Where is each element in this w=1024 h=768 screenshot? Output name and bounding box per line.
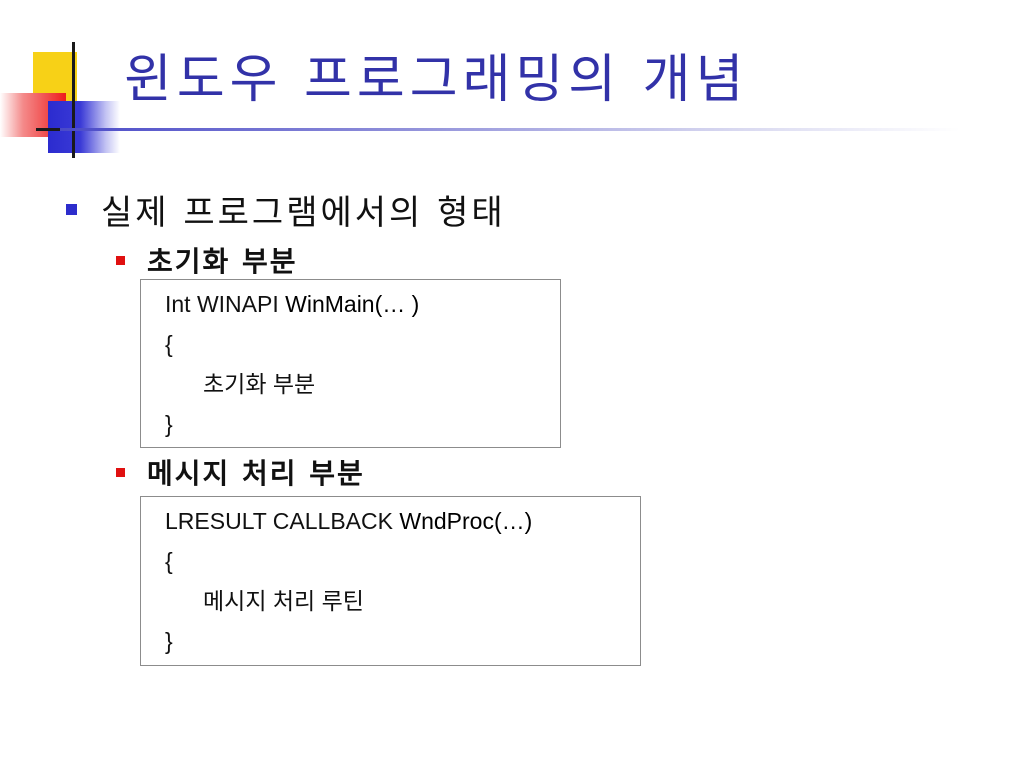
- code-close-brace: }: [165, 628, 173, 654]
- code-function-name: WndProc(…): [399, 508, 533, 534]
- code-signature: LRESULT CALLBACK WndProc(…): [165, 501, 640, 541]
- bullet-main-text: 실제 프로그램에서의 형태: [101, 193, 506, 233]
- sub-bullet-init-text: 초기화 부분: [147, 245, 298, 278]
- code-open-brace: {: [165, 331, 173, 357]
- decorative-logo: [0, 0, 130, 170]
- code-signature: Int WINAPI WinMain(… ): [165, 284, 560, 324]
- code-function-name: WinMain(… ): [285, 291, 420, 317]
- logo-blue-square: [48, 101, 120, 153]
- code-open-brace: {: [165, 548, 173, 574]
- sub-bullet-init: 초기화 부분: [116, 240, 298, 280]
- bullet-square-icon: [66, 204, 77, 215]
- code-close-brace: }: [165, 411, 173, 437]
- sub-bullet-square-icon: [116, 467, 125, 477]
- bullet-main: 실제 프로그램에서의 형태: [66, 185, 506, 234]
- sub-bullet-message: 메시지 처리 부분: [116, 452, 365, 492]
- code-signature-prefix: Int WINAPI: [165, 291, 286, 317]
- code-box-winmain: Int WINAPI WinMain(… ) { 초기화 부분 }: [140, 279, 561, 448]
- slide-title: 윈도우 프로그래밍의 개념: [124, 50, 749, 110]
- logo-vertical-line: [72, 42, 75, 158]
- code-box-wndproc: LRESULT CALLBACK WndProc(…) { 메시지 처리 루틴 …: [140, 496, 641, 666]
- code-body: 초기화 부분: [203, 371, 316, 397]
- sub-bullet-message-text: 메시지 처리 부분: [147, 457, 365, 490]
- code-signature-prefix: LRESULT CALLBACK: [165, 508, 400, 534]
- title-underline: [60, 128, 960, 131]
- code-body: 메시지 처리 루틴: [203, 588, 364, 614]
- sub-bullet-square-icon: [116, 255, 125, 265]
